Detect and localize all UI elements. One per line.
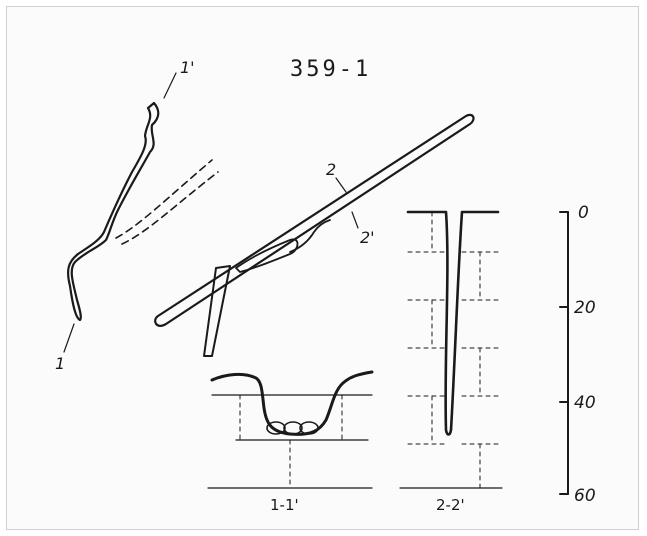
label-pointer-1prime — [163, 72, 177, 99]
label-point-1: 1 — [55, 354, 66, 373]
trench-2-outline — [154, 113, 475, 327]
section-2-grid — [407, 211, 501, 489]
section-label-1: 1-1' — [270, 496, 299, 514]
stone-1 — [266, 421, 286, 435]
stone-3 — [299, 421, 319, 435]
trench-2-bulge — [289, 219, 331, 253]
trench-1-dashed-branch-a — [115, 159, 213, 239]
trench-2-lobe — [235, 238, 299, 273]
figure-title: 359-1 — [290, 57, 372, 82]
trench-1-outline — [67, 101, 160, 322]
label-point-2prime: 2' — [360, 228, 375, 247]
scale-tick-60: 60 — [574, 486, 596, 506]
stone-2 — [283, 421, 303, 435]
scale-tick-0: 0 — [578, 203, 589, 223]
label-point-2: 2 — [326, 160, 337, 179]
section-2-surface — [406, 210, 500, 436]
section-1-surface — [210, 370, 374, 436]
trench-1-dashed-branch-b — [121, 171, 219, 245]
section-label-2: 2-2' — [436, 496, 465, 514]
scale-tick-20: 20 — [574, 298, 596, 318]
figure-frame — [6, 6, 639, 530]
scale-tick-40: 40 — [574, 393, 596, 413]
label-pointer-2 — [335, 177, 347, 193]
label-pointer-2prime — [351, 211, 359, 229]
label-point-1prime: 1' — [180, 58, 195, 77]
label-pointer-1 — [63, 323, 75, 353]
trench-2-branch — [203, 265, 231, 357]
